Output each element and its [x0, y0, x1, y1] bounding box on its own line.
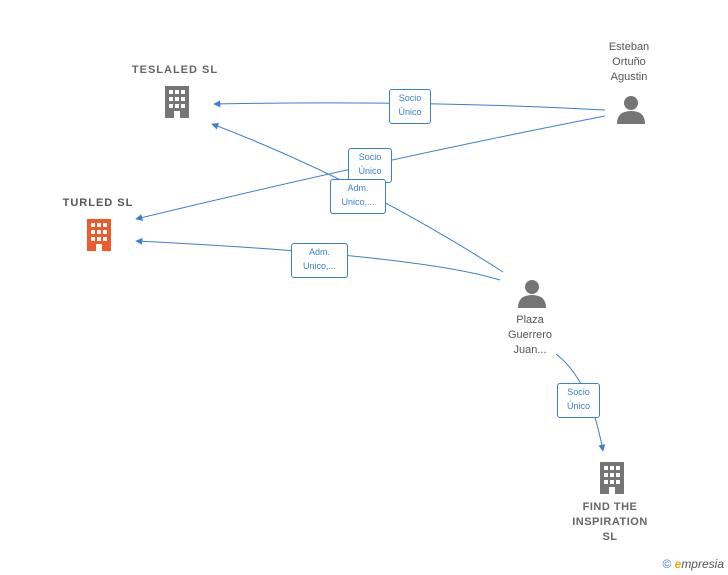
- find-the-inspiration-label[interactable]: FIND THE INSPIRATION SL: [572, 501, 648, 543]
- copyright-icon: ©: [662, 557, 672, 571]
- building-icon[interactable]: [596, 460, 628, 496]
- edge-label-plaza-teslaled[interactable]: Adm. Unico,...: [330, 179, 386, 214]
- copyright-brand: © empresia: [662, 557, 724, 571]
- plaza-label[interactable]: Plaza Guerrero Juan...: [507, 314, 553, 356]
- edge-label-esteban-teslaled[interactable]: Socio Único: [389, 89, 431, 124]
- brand-name: mpresia: [681, 557, 724, 571]
- building-icon[interactable]: [83, 217, 115, 253]
- edge-label-plaza-find[interactable]: Socio Único: [557, 383, 600, 418]
- brand-initial: e: [674, 557, 682, 571]
- building-icon[interactable]: [161, 84, 193, 120]
- edge-label-plaza-turled[interactable]: Adm. Unico,...: [291, 243, 348, 278]
- esteban-label[interactable]: Esteban Ortuño Agustin: [608, 41, 650, 83]
- edge-label-esteban-turled[interactable]: Socio Único: [348, 148, 392, 183]
- teslaled-label[interactable]: TESLALED SL: [131, 64, 219, 76]
- edge-plaza-turled: [135, 237, 501, 281]
- person-icon[interactable]: [516, 278, 548, 308]
- turled-label[interactable]: TURLED SL: [62, 197, 134, 209]
- person-icon[interactable]: [615, 94, 647, 124]
